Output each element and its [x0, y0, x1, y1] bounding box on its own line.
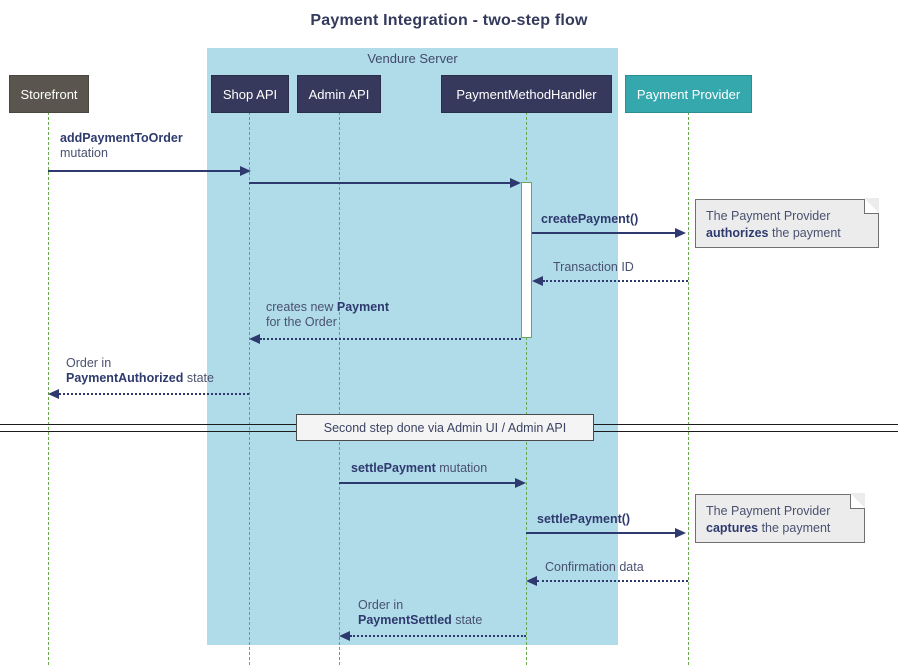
message-line-creates-new-payment — [260, 338, 521, 340]
message-arrowhead-creates-new-payment — [249, 334, 260, 344]
note-captures: The Payment Provider captures the paymen… — [695, 493, 865, 543]
message-label-settle-payment-mutation-plain: mutation — [435, 461, 488, 475]
participant-storefront[interactable]: Storefront — [9, 75, 89, 113]
note-authorizes-line2-plain: the payment — [768, 226, 841, 240]
note-captures-line1: The Payment Provider — [706, 504, 831, 518]
participant-shop-api-label: Shop API — [222, 86, 278, 102]
note-authorizes-line2-bold: authorizes — [706, 226, 769, 240]
message-arrowhead-transaction-id — [532, 276, 543, 286]
message-line-confirmation-data — [537, 580, 688, 582]
message-line-create-payment — [532, 232, 675, 234]
message-label-confirmation-data-plain: Confirmation data — [545, 560, 644, 574]
message-label-transaction-id-plain: Transaction ID — [553, 260, 634, 274]
lifeline-admin-api — [339, 112, 340, 665]
message-label-order-payment-settled-line2-plain: state — [451, 613, 483, 627]
message-label-order-payment-settled-line1: Order in — [358, 598, 404, 612]
message-line-order-payment-settled — [350, 635, 526, 637]
participant-shop-api[interactable]: Shop API — [211, 75, 289, 113]
lifeline-shop-api — [249, 112, 250, 665]
message-label-creates-new-payment: creates new Payment for the Order — [266, 300, 389, 330]
message-arrowhead-order-payment-settled — [339, 631, 350, 641]
message-label-settle-payment-call-bold: settlePayment() — [537, 512, 631, 526]
participant-storefront-label: Storefront — [20, 86, 78, 102]
message-arrowhead-settle-payment-call — [675, 528, 686, 538]
divider-label: Second step done via Admin UI / Admin AP… — [296, 414, 594, 441]
message-label-creates-new-payment-line2-plain: for the Order — [266, 315, 337, 329]
note-authorizes-line1: The Payment Provider — [706, 209, 831, 223]
message-label-order-payment-authorized-line1: Order in — [66, 356, 112, 370]
note-captures-line2: captures the payment — [706, 520, 854, 537]
message-line-transaction-id — [543, 280, 688, 282]
note-authorizes: The Payment Provider authorizes the paym… — [695, 198, 879, 248]
message-label-add-payment-to-order-bold: addPaymentToOrder — [60, 131, 183, 145]
activation-bar-payment-method-handler — [521, 182, 532, 338]
message-line-shop-api-to-handler — [249, 182, 510, 184]
message-label-settle-payment-mutation-bold: settlePayment — [351, 461, 436, 475]
lifeline-payment-method-handler — [526, 112, 527, 665]
message-arrowhead-add-payment-to-order — [240, 166, 251, 176]
group-label-vendure-server: Vendure Server — [367, 51, 458, 66]
message-label-creates-new-payment-line1-plain: creates new — [266, 300, 337, 314]
message-label-creates-new-payment-line1-bold: Payment — [336, 300, 389, 314]
message-label-order-payment-authorized-line2-plain: state — [183, 371, 214, 385]
note-captures-line2-bold: captures — [706, 521, 759, 535]
message-label-settle-payment-mutation: settlePayment mutation — [351, 461, 487, 476]
message-line-settle-payment-mutation — [339, 482, 515, 484]
message-line-add-payment-to-order — [48, 170, 240, 172]
message-label-transaction-id: Transaction ID — [553, 260, 634, 275]
message-label-order-payment-authorized: Order in PaymentAuthorized state — [66, 356, 214, 386]
message-label-order-payment-settled: Order in PaymentSettled state — [358, 598, 482, 628]
message-line-settle-payment-call — [526, 532, 675, 534]
participant-payment-provider[interactable]: Payment Provider — [625, 75, 752, 113]
note-authorizes-line2: authorizes the payment — [706, 225, 868, 242]
message-label-settle-payment-call: settlePayment() — [537, 512, 630, 527]
message-arrowhead-shop-api-to-handler — [510, 178, 521, 188]
participant-payment-method-handler-label: PaymentMethodHandler — [456, 86, 597, 102]
message-label-confirmation-data: Confirmation data — [545, 560, 644, 575]
message-label-create-payment: createPayment() — [541, 212, 638, 227]
message-line-order-payment-authorized — [59, 393, 249, 395]
note-fold-icon — [864, 198, 879, 214]
participant-admin-api-label: Admin API — [308, 86, 370, 102]
participant-admin-api[interactable]: Admin API — [297, 75, 381, 113]
participant-payment-method-handler[interactable]: PaymentMethodHandler — [441, 75, 612, 113]
message-label-order-payment-authorized-line2-bold: PaymentAuthorized — [66, 371, 184, 385]
note-fold-icon — [850, 493, 865, 509]
message-arrowhead-confirmation-data — [526, 576, 537, 586]
message-label-add-payment-to-order: addPaymentToOrder mutation — [60, 131, 183, 161]
message-label-add-payment-to-order-plain: mutation — [60, 146, 108, 160]
group-box-vendure-server — [207, 48, 618, 645]
message-arrowhead-create-payment — [675, 228, 686, 238]
message-arrowhead-settle-payment-mutation — [515, 478, 526, 488]
message-label-order-payment-settled-line2-bold: PaymentSettled — [358, 613, 452, 627]
message-arrowhead-order-payment-authorized — [48, 389, 59, 399]
lifeline-payment-provider — [688, 112, 689, 665]
participant-payment-provider-label: Payment Provider — [636, 86, 741, 102]
diagram-title: Payment Integration - two-step flow — [310, 12, 588, 29]
note-captures-line2-plain: the payment — [758, 521, 831, 535]
message-label-create-payment-bold: createPayment() — [541, 212, 639, 226]
divider-label-text: Second step done via Admin UI / Admin AP… — [323, 420, 567, 435]
lifeline-storefront — [48, 112, 49, 665]
